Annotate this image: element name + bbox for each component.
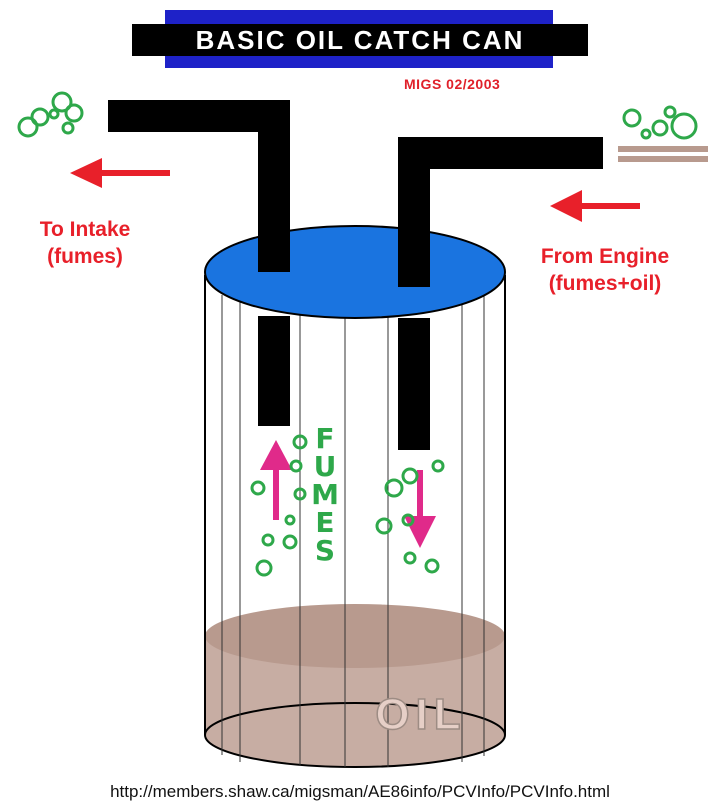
- hose-stripe: [618, 146, 708, 152]
- fumes-label: F U M E S: [305, 425, 345, 565]
- to-intake-label: To Intake (fumes): [0, 216, 170, 270]
- inlet-pipe-upper: [398, 137, 430, 287]
- left-arrow-icon: [70, 158, 170, 188]
- from-engine-label: From Engine (fumes+oil): [505, 243, 705, 297]
- inlet-pipe-lower: [398, 318, 430, 450]
- can-body: [204, 275, 506, 768]
- oil-surface: [205, 604, 505, 668]
- inlet-pipe: [398, 137, 603, 450]
- to-intake-label-line1: To Intake: [39, 218, 131, 241]
- engine-hose: [618, 146, 708, 162]
- page-title: BASIC OIL CATCH CAN: [132, 24, 588, 56]
- fumes-letter: F: [315, 422, 335, 455]
- left-arrow-icon: [550, 190, 640, 222]
- from-engine-label-line1: From Engine: [540, 245, 670, 268]
- oil-fill: [205, 636, 505, 767]
- outlet-pipe-lower: [258, 316, 290, 426]
- outlet-pipe: [108, 100, 290, 426]
- to-intake-label-line2: (fumes): [47, 245, 123, 268]
- oil-label: OIL: [375, 689, 467, 740]
- fumes-letter: E: [315, 506, 335, 539]
- from-engine-label-line2: (fumes+oil): [548, 272, 662, 295]
- up-arrow-icon: [260, 440, 292, 520]
- source-url: http://members.shaw.ca/migsman/AE86info/…: [110, 782, 610, 801]
- inlet-pipe-horizontal: [398, 137, 603, 169]
- hose-stripe: [618, 156, 708, 162]
- fumes-letter: S: [314, 534, 336, 567]
- fumes-letter: M: [311, 478, 339, 511]
- outlet-pipe-upper: [258, 100, 290, 272]
- can-lid: [204, 225, 506, 319]
- bubble-icon: [17, 91, 698, 577]
- fumes-letter: U: [313, 450, 337, 483]
- author-credit: MIGS 02/2003: [404, 76, 501, 92]
